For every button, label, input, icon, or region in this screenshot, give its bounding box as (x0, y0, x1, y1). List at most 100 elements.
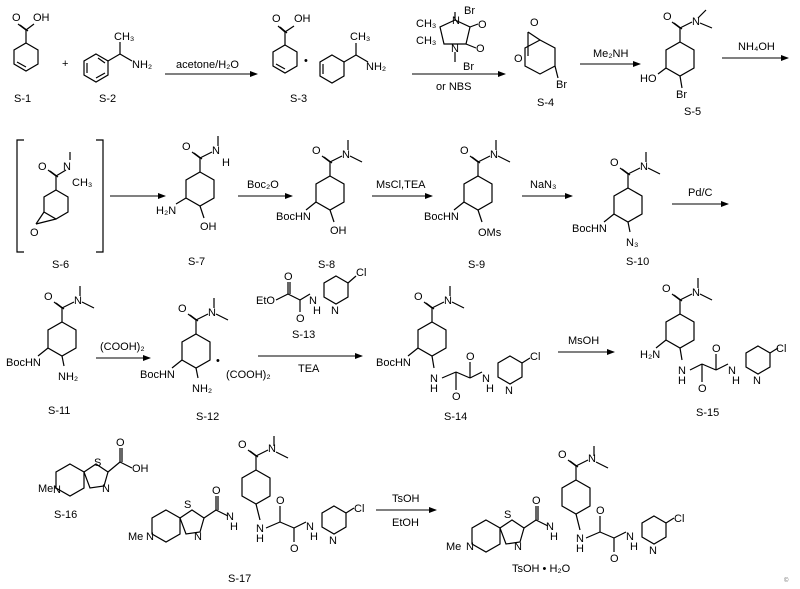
atom-bochn: BocHN (424, 211, 459, 223)
reagent-nh4oh: NH₄OH (738, 41, 775, 53)
atom-n: N (490, 149, 498, 161)
compound-s13: EtO O O N H N Cl S-13 (256, 267, 366, 341)
label-s4: S-4 (537, 97, 554, 109)
atom-n: N (194, 531, 202, 543)
compound-s16: Me N S N O OH S-16 (38, 437, 149, 521)
salt-dot: • (216, 355, 220, 367)
atom-n: N (451, 43, 459, 55)
atom-oh: OH (200, 221, 217, 233)
atom-n: N (482, 373, 490, 385)
atom-h: H (222, 157, 230, 169)
compound-s3: O OH • CH₃ NH₂ S-3 (272, 13, 386, 105)
atom-o: O (116, 437, 125, 449)
atom-o: O (532, 495, 541, 507)
label-s16: S-16 (54, 509, 77, 521)
atom-s: S (504, 509, 511, 521)
atom-n: N (208, 307, 216, 319)
atom-n: N (309, 295, 317, 307)
compound-s1: O OH S-1 (12, 12, 50, 105)
atom-bochn: BocHN (572, 223, 607, 235)
atom-cl: Cl (674, 513, 684, 525)
atom-s: S (94, 457, 101, 469)
atom-n: N (430, 373, 438, 385)
atom-ch3: CH₃ (350, 31, 370, 43)
atom-me: Me (446, 541, 461, 553)
atom-oh: OH (33, 12, 50, 24)
atom-h: H (313, 305, 321, 317)
atom-h: H (732, 375, 740, 387)
atom-o: O (44, 291, 53, 303)
atom-h: H (256, 533, 264, 545)
atom-bochn: BocHN (140, 369, 175, 381)
label-s3: S-3 (290, 93, 307, 105)
compound-s14: O N BocHN N H O O N H N Cl S-14 (376, 286, 540, 423)
label-s6: S-6 (52, 259, 69, 271)
atom-n: N (268, 443, 276, 455)
atom-n: N (74, 295, 82, 307)
atom-bochn: BocHN (6, 357, 41, 369)
reagent-msoh: MsOH (568, 335, 599, 347)
label-s11: S-11 (48, 405, 70, 417)
compound-s17: Me N S N O N H O N N H O O N H N Cl (128, 436, 364, 585)
atom-h2n: H₂N (156, 205, 176, 217)
atom-bochn: BocHN (376, 357, 411, 369)
compound-s10: O N BocHN N₃ S-10 (572, 152, 661, 268)
reagent-oxalic-acid: (COOH)₂ (100, 341, 145, 353)
atom-s: S (184, 499, 191, 511)
atom-me: Me (38, 483, 53, 495)
bracket-left (16, 139, 24, 253)
atom-o: O (558, 449, 567, 461)
label-s12: S-12 (196, 411, 219, 423)
atom-cooh2: (COOH)₂ (226, 369, 271, 381)
label-s10: S-10 (626, 256, 649, 268)
atom-h: H (486, 383, 494, 395)
label-s2: S-2 (99, 93, 116, 105)
compound-s9: O N BocHN OMs S-9 (424, 140, 511, 271)
atom-br: Br (463, 61, 474, 73)
atom-cl: Cl (356, 267, 366, 279)
atom-n: N (692, 287, 700, 299)
atom-o: O (698, 383, 707, 395)
atom-oh: OH (330, 225, 347, 237)
reagent-nan3: NaN₃ (530, 179, 557, 191)
atom-o: O (476, 43, 485, 55)
atom-o: O (182, 141, 191, 153)
atom-o: O (530, 17, 539, 29)
atom-n: N (588, 453, 596, 465)
compound-final-product: Me N S N O N H O N N H O O N H N Cl (446, 446, 684, 575)
compound-s5: O N HO Br S-5 (640, 9, 713, 118)
atom-br: Br (676, 89, 687, 101)
atom-h: H (550, 531, 558, 543)
compound-s7: O N H H₂N OH S-7 (156, 136, 230, 268)
copyright-mark: © (784, 577, 789, 584)
atom-n: N (226, 511, 234, 523)
atom-nh2: NH₂ (58, 371, 78, 383)
atom-o: O (610, 553, 619, 565)
atom-nh2: NH₂ (192, 383, 212, 395)
atom-n: N (212, 145, 220, 157)
atom-ch3: CH₃ (416, 18, 436, 30)
atom-ho: HO (640, 73, 657, 85)
atom-n: N (466, 541, 474, 553)
atom-n: N (331, 305, 339, 317)
reagent-mscl-tea: MsCl,TEA (376, 179, 426, 191)
compound-s15: O N H₂N N H O O N H N Cl S-15 (640, 278, 786, 419)
reagent-boc2o: Boc₂O (247, 179, 279, 191)
atom-eto: EtO (256, 295, 275, 307)
atom-n: N (626, 531, 634, 543)
atom-o: O (284, 271, 293, 283)
label-s1: S-1 (14, 93, 31, 105)
reagent-tsoh: TsOH (392, 493, 420, 505)
atom-oms: OMs (478, 227, 502, 239)
atom-n: N (640, 161, 648, 173)
atom-cl: Cl (530, 351, 540, 363)
atom-br: Br (464, 5, 475, 17)
atom-oh: OH (132, 463, 149, 475)
atom-o: O (478, 19, 487, 31)
atom-h: H (630, 541, 638, 553)
reagent-me2nh: Me₂NH (593, 48, 628, 60)
compound-s12: O N BocHN NH₂ • (COOH)₂ S-12 (140, 298, 271, 423)
compound-s4: O O Br S-4 (514, 17, 567, 109)
atom-oh: OH (294, 13, 311, 25)
